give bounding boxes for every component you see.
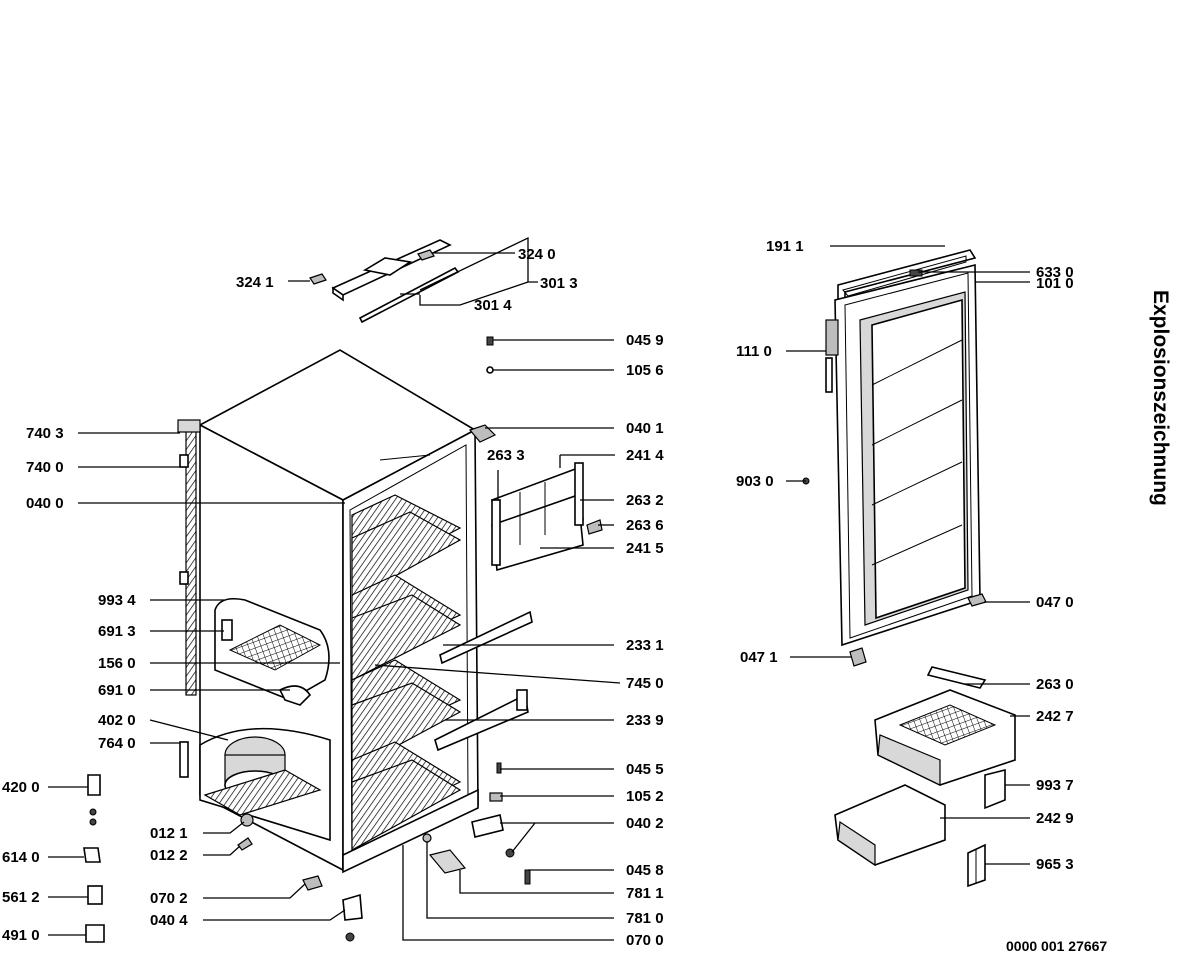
part-label-045-5: 045 5 [626,761,664,778]
part-label-740-0: 740 0 [26,459,64,476]
part-label-491-0: 491 0 [2,927,40,944]
part-label-993-7: 993 7 [1036,777,1074,794]
part-label-233-1: 233 1 [626,637,664,654]
part-label-263-3: 263 3 [487,447,525,464]
part-label-745-0: 745 0 [626,675,664,692]
part-label-301-4: 301 4 [474,297,512,314]
part-label-156-0: 156 0 [98,655,136,672]
document-number: 0000 001 27667 [1006,938,1108,954]
part-label-263-2: 263 2 [626,492,664,509]
part-label-070-2: 070 2 [150,890,188,907]
part-number-labels: 324 0 324 1 301 3 301 4 045 9 105 6 040 … [2,238,1074,949]
drip-tray [214,597,330,706]
part-label-740-3: 740 3 [26,425,64,442]
part-label-420-0: 420 0 [2,779,40,796]
leader-lines [48,236,1030,941]
part-label-233-9: 233 9 [626,712,664,729]
part-label-241-5: 241 5 [626,540,664,557]
evaporator-shelves [351,494,462,852]
part-label-903-0: 903 0 [736,473,774,490]
door-assembly [802,249,987,667]
part-label-047-0: 047 0 [1036,594,1074,611]
part-label-047-1: 047 1 [740,649,778,666]
part-label-111-0: 111 0 [736,343,772,360]
part-label-012-1: 012 1 [150,825,188,842]
part-label-045-9: 045 9 [626,332,664,349]
part-label-040-1: 040 1 [626,420,664,437]
part-label-045-8: 045 8 [626,862,664,879]
part-label-781-0: 781 0 [626,910,664,927]
balcony-bars [434,610,533,752]
part-label-263-6: 263 6 [626,517,664,534]
drawers [834,666,1016,888]
part-label-242-7: 242 7 [1036,708,1074,725]
part-label-993-4: 993 4 [98,592,136,609]
part-label-012-2: 012 2 [150,847,188,864]
part-label-764-0: 764 0 [98,735,136,752]
part-label-263-0: 263 0 [1036,676,1074,693]
part-label-691-3: 691 3 [98,623,136,640]
drawing-title: Explosionszeichnung [1149,290,1172,506]
part-label-241-4: 241 4 [626,447,664,464]
part-label-070-0: 070 0 [626,932,664,949]
control-panel-parts [309,239,460,324]
side-tube [177,419,201,696]
bottom-parts [302,762,531,942]
part-label-965-3: 965 3 [1036,856,1074,873]
part-label-614-0: 614 0 [2,849,40,866]
part-label-781-1: 781 1 [626,885,664,902]
part-label-324-1: 324 1 [236,274,274,291]
electrical-parts [83,741,189,943]
part-label-301-3: 301 3 [540,275,578,292]
part-label-040-4: 040 4 [150,912,188,929]
top-hinge [468,336,497,443]
part-label-633-0: 633 0 [1036,264,1074,281]
part-label-242-9: 242 9 [1036,810,1074,827]
part-label-105-6: 105 6 [626,362,664,379]
part-label-040-2: 040 2 [626,815,664,832]
door-racks [491,462,603,572]
part-label-402-0: 402 0 [98,712,136,729]
part-label-191-1: 191 1 [766,238,804,255]
compressor-area [199,727,331,851]
part-label-101-0: 101 0 [1036,275,1074,292]
part-label-561-2: 561 2 [2,889,40,906]
part-label-691-0: 691 0 [98,682,136,699]
part-label-105-2: 105 2 [626,788,664,805]
part-label-040-0: 040 0 [26,495,64,512]
part-label-324-0-a: 324 0 [518,246,556,263]
